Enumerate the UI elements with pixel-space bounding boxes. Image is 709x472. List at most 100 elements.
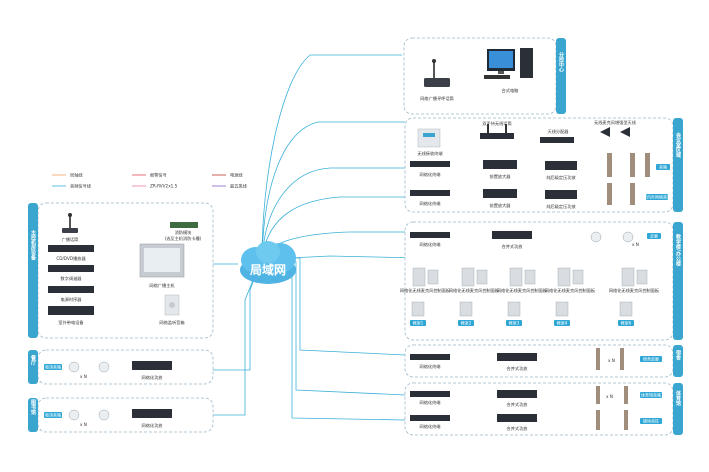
preamp-label: 前置放大器 — [490, 202, 512, 209]
zone-tab-label: 教学楼/办公楼 — [675, 233, 682, 267]
paging-mic-label: 网络广播寻呼话筒 — [420, 95, 454, 102]
fire-module-icon — [170, 222, 198, 228]
column-speaker-icon — [607, 153, 650, 177]
booster-antenna-label: 无线麦克风增强型天线 — [594, 119, 637, 126]
monitor-speaker-label: 网络监听音箱 — [159, 319, 184, 326]
ceiling-speaker-icon — [98, 361, 110, 373]
legend-item-label: ZR-RVV2x1.5 — [150, 184, 178, 189]
booster-antenna-icon — [600, 127, 630, 137]
network-terminal-label: 网络化终端 — [420, 423, 441, 430]
network-terminal-icon — [410, 190, 450, 196]
classroom-tag-label: 教室6 — [621, 320, 632, 326]
lan-cloud: 局域网 — [240, 241, 296, 284]
cd-player-label: CD/DVD播放器 — [56, 255, 86, 262]
zone-teaching: 教学楼/办公楼 网络化终端 合并式功放 x N 走廊 网络化无线麦克风控制面板 … — [400, 221, 683, 341]
library-tag-label: 吸顶音箱 — [45, 412, 61, 418]
network-amp-icon — [132, 409, 172, 418]
playground-tag — [640, 418, 662, 424]
network-amp-icon — [132, 361, 172, 370]
zone-tab-label: 餐厅 — [30, 354, 37, 366]
fire-module-label: 消防模块 — [175, 229, 193, 236]
integrated-amp-label: 合并式功放 — [507, 401, 529, 408]
network-terminal-icon — [410, 415, 450, 421]
zone-sports: 体育馆 网络化终端 合并式功放 x N 体育馆音箱 网络化终端 合并式功放 操场… — [404, 382, 683, 436]
classroom-unit: 网络化无线麦克风控制面板 教室6 — [609, 267, 660, 326]
paging-mic-icon — [424, 59, 450, 87]
wireless-receiver-label: 无线接收终端 — [417, 150, 442, 157]
zone-canteen: 餐厅 吸顶音箱 x N 网络化功放 — [28, 349, 214, 385]
corridor-tag-label: 走廊 — [650, 233, 658, 239]
classroom-unit: 网络化无线麦克风控制面板 教室3 — [497, 267, 548, 326]
fire-module-note: (选至主机消防卡槽) — [165, 235, 202, 242]
network-terminal-label: 网络化终端 — [420, 200, 441, 207]
quantity-mark: x N — [80, 374, 87, 379]
integrated-amp-label: 合并式功放 — [502, 243, 524, 250]
zone-control-room: 主控机房设备 广播话筒 CD/DVD播放器 数字调谐器 电源时序器 室外带电设备… — [28, 202, 214, 339]
speaker-tag — [646, 194, 668, 200]
integrated-amp-icon — [497, 353, 537, 361]
classroom-unit: 网络化无线麦克风控制面板 教室1 — [400, 267, 451, 326]
tuner-label: 数字调谐器 — [61, 275, 83, 282]
cd-player-icon — [48, 245, 94, 252]
network-terminal-label: 网络化终端 — [420, 171, 441, 178]
power-amp-label: 纯后级定压功放 — [546, 203, 576, 210]
column-speaker-icon — [596, 410, 628, 430]
classroom-unit: 网络化无线麦克风控制面板 教室2 — [449, 267, 500, 326]
legend-item-label: 电源线 — [230, 172, 243, 179]
preamp-label: 前置放大器 — [490, 173, 512, 180]
network-terminal-icon — [410, 354, 450, 360]
network-terminal-icon — [410, 232, 450, 238]
lan-cloud-label: 局域网 — [250, 262, 286, 277]
classroom-panel-label: 网络化无线麦克风控制面板 — [609, 287, 660, 294]
ceiling-speaker-icon — [590, 231, 602, 243]
microphone-label: 广播话筒 — [62, 236, 79, 243]
column-speaker-icon — [596, 348, 624, 370]
integrated-amp-icon — [497, 390, 537, 398]
classroom-tag-label: 教室1 — [413, 320, 424, 326]
zone-tab-label: 主控机房设备 — [30, 229, 37, 261]
zone-tab-label: 宿舍 — [675, 349, 682, 361]
wireless-receiver-icon — [417, 128, 441, 148]
network-terminal-icon — [410, 161, 450, 167]
sports-tag-label: 体育馆音箱 — [641, 392, 661, 398]
antenna-distributor-label: 天线分配器 — [548, 128, 570, 135]
preamp-icon — [483, 160, 517, 169]
legend-item-label: 报警信号 — [150, 172, 167, 179]
zone-meeting: 会议室区域 无线接收终端 双手持无线话筒 天线分配器 无线麦克风增强型天线 网络… — [404, 117, 683, 213]
legend-item-label: 同轴线 — [70, 172, 83, 179]
quantity-mark: x N — [606, 394, 613, 399]
quantity-mark: x N — [80, 422, 87, 427]
power-amp-icon — [545, 190, 577, 199]
network-terminal-label: 网络化终端 — [420, 241, 441, 248]
network-terminal-label: 网络化终端 — [420, 363, 441, 370]
wireless-mic-set-icon — [480, 124, 514, 139]
sports-tag — [640, 392, 662, 398]
integrated-amp-label: 合并式功放 — [507, 365, 529, 372]
playground-tag-label: 操场音柱 — [643, 418, 659, 424]
preamp-icon — [483, 189, 517, 198]
monitor-speaker-icon — [164, 294, 180, 316]
outdoor-device-label: 室外带电设备 — [58, 319, 84, 326]
ceiling-speaker-icon — [68, 409, 80, 421]
power-sequencer-icon — [48, 286, 94, 293]
classroom-unit: 网络化无线麦克风控制面板 教室4 — [545, 267, 596, 326]
desktop-pc-label: 台式电脑 — [502, 87, 519, 94]
network-terminal-icon — [410, 391, 450, 397]
broadcast-host-label: 网络广播主机 — [149, 282, 175, 289]
dorm-tag-label: 宿舍走廊 — [643, 356, 659, 362]
zone-tab-label: 图书馆 — [30, 399, 36, 416]
power-sequencer-label: 电源时序器 — [61, 296, 83, 303]
network-terminal-label: 网络化终端 — [420, 399, 441, 406]
dorm-tag — [640, 356, 662, 362]
connection-lines — [205, 54, 421, 421]
ceiling-speaker-icon — [68, 361, 80, 373]
broadcast-host-icon — [139, 243, 185, 278]
classroom-panel-label: 网络化无线麦克风控制面板 — [497, 287, 548, 294]
quantity-mark: x N — [608, 358, 615, 363]
zone-tab-label: 分控中心 — [558, 51, 564, 73]
quantity-mark: x N — [632, 242, 639, 247]
integrated-amp-icon — [492, 231, 532, 239]
zone-dorm: 宿舍 网络化终端 合并式功放 x N 宿舍走廊 — [404, 344, 683, 378]
wireless-mic-set-label: 双手持无线话筒 — [482, 120, 511, 127]
